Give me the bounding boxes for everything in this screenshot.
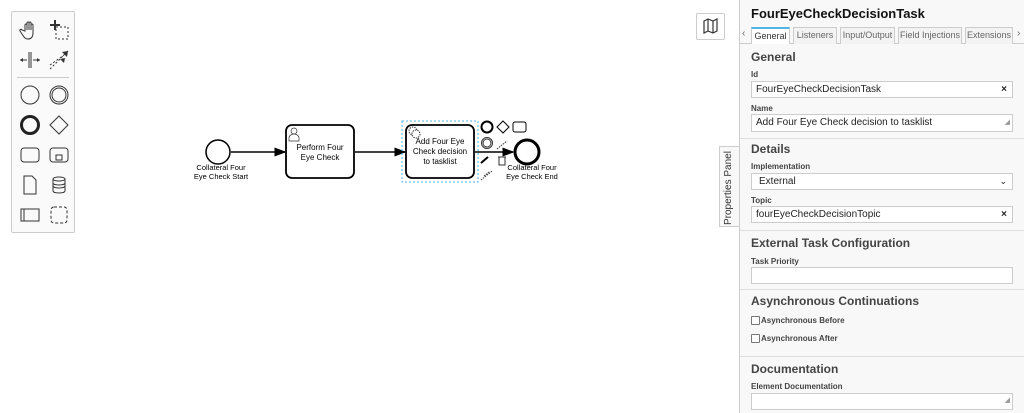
id-label: Id xyxy=(751,70,759,79)
start-event-icon[interactable] xyxy=(18,83,42,107)
user-icon xyxy=(288,127,300,142)
name-value: Add Four Eye Check decision to tasklist xyxy=(756,117,933,128)
start-event-label-2: Eye Check Start xyxy=(194,172,249,181)
map-icon xyxy=(703,18,718,34)
properties-panel: FourEyeCheckDecisionTask ‹ General Liste… xyxy=(739,0,1024,413)
properties-panel-toggle-label: Properties Panel xyxy=(723,151,734,225)
subprocess-icon[interactable] xyxy=(47,143,71,167)
end-event-label-1: Collateral Four xyxy=(507,163,557,172)
tab-field-injections[interactable]: Field Injections xyxy=(898,27,962,44)
bpmn-canvas[interactable]: Collateral Four Eye Check Start Perform … xyxy=(0,0,720,413)
connect-icon[interactable] xyxy=(480,170,493,181)
async-heading: Asynchronous Continuations xyxy=(751,294,919,308)
implementation-value: External xyxy=(759,176,796,187)
user-task-label-2: Eye Check xyxy=(301,153,341,162)
clear-id-icon[interactable]: × xyxy=(1001,84,1007,95)
wrench-icon[interactable] xyxy=(480,156,489,164)
end-event-label-2: Eye Check End xyxy=(506,172,558,181)
name-textarea[interactable]: Add Four Eye Check decision to tasklist ◢ xyxy=(751,114,1013,132)
tab-general[interactable]: General xyxy=(751,27,790,44)
user-task-label-1: Perform Four xyxy=(296,143,343,152)
service-task-selected[interactable]: Add Four Eye Check decision to tasklist xyxy=(405,124,475,179)
async-before-label: Asynchronous Before xyxy=(761,316,845,325)
async-after-label: Asynchronous After xyxy=(761,334,838,343)
tab-scroll-left-icon[interactable]: ‹ xyxy=(742,28,746,39)
topic-input[interactable]: fourEyeCheckDecisionTopic × xyxy=(751,206,1013,223)
resize-grip-icon[interactable]: ◢ xyxy=(1004,119,1010,126)
global-connect-tool-icon[interactable] xyxy=(47,48,71,72)
divider xyxy=(740,356,1024,357)
append-gateway-icon[interactable] xyxy=(496,120,510,134)
divider xyxy=(740,230,1024,231)
lasso-tool-icon[interactable] xyxy=(47,18,71,42)
properties-panel-toggle[interactable]: Properties Panel xyxy=(719,146,740,227)
append-end-event-icon[interactable] xyxy=(480,120,494,134)
implementation-label: Implementation xyxy=(751,162,811,171)
user-task[interactable]: Perform Four Eye Check xyxy=(285,124,355,179)
topic-label: Topic xyxy=(751,196,772,205)
end-event-icon[interactable] xyxy=(18,113,42,137)
external-task-heading: External Task Configuration xyxy=(751,236,911,250)
divider xyxy=(740,138,1024,139)
data-store-icon[interactable] xyxy=(47,173,71,197)
data-object-icon[interactable] xyxy=(18,173,42,197)
task-priority-input[interactable] xyxy=(751,267,1013,284)
topic-value: fourEyeCheckDecisionTopic xyxy=(756,209,881,220)
async-after-checkbox[interactable]: Asynchronous After xyxy=(751,334,838,343)
implementation-select[interactable]: External ⌄ xyxy=(751,173,1013,190)
pool-icon[interactable] xyxy=(18,203,42,227)
text-annotation-icon[interactable] xyxy=(496,140,508,150)
documentation-heading: Documentation xyxy=(751,362,839,376)
id-input[interactable]: FourEyeCheckDecisionTask × xyxy=(751,81,1013,98)
selection-outline xyxy=(401,120,479,183)
element-documentation-textarea[interactable]: ◢ xyxy=(751,393,1013,410)
checkbox-icon[interactable] xyxy=(751,316,760,325)
clear-topic-icon[interactable]: × xyxy=(1001,209,1007,220)
space-tool-icon[interactable] xyxy=(18,48,42,72)
minimap-toggle-button[interactable] xyxy=(696,13,725,40)
end-event[interactable]: Collateral Four Eye Check End xyxy=(506,138,558,181)
service-task-label-1: Add Four Eye xyxy=(416,137,465,146)
service-task-label-3: to tasklist xyxy=(423,157,457,166)
resize-grip-icon[interactable]: ◢ xyxy=(1004,397,1010,404)
chevron-down-icon: ⌄ xyxy=(999,176,1007,186)
group-icon[interactable] xyxy=(47,203,71,227)
append-task-icon[interactable] xyxy=(512,121,527,133)
service-task-label-2: Check decision xyxy=(413,147,467,156)
gear-icon xyxy=(408,126,421,139)
context-pad xyxy=(480,120,527,181)
element-documentation-label: Element Documentation xyxy=(751,382,843,391)
hand-tool-icon[interactable] xyxy=(18,18,42,42)
checkbox-icon[interactable] xyxy=(751,334,760,343)
tab-bar: ‹ General Listeners Input/Output Field I… xyxy=(740,27,1024,44)
trash-icon[interactable] xyxy=(498,156,506,166)
start-event[interactable]: Collateral Four Eye Check Start xyxy=(194,139,249,181)
divider xyxy=(740,289,1024,290)
name-label: Name xyxy=(751,104,773,113)
gateway-icon[interactable] xyxy=(47,113,71,137)
start-event-label-1: Collateral Four xyxy=(196,163,246,172)
palette-separator xyxy=(17,77,69,78)
general-heading: General xyxy=(751,50,796,64)
id-value: FourEyeCheckDecisionTask xyxy=(756,84,882,95)
details-heading: Details xyxy=(751,142,791,156)
task-icon[interactable] xyxy=(18,143,42,167)
tool-palette xyxy=(11,11,75,233)
async-before-checkbox[interactable]: Asynchronous Before xyxy=(751,316,845,325)
tab-input-output[interactable]: Input/Output xyxy=(840,27,895,44)
intermediate-event-icon[interactable] xyxy=(47,83,71,107)
panel-title: FourEyeCheckDecisionTask xyxy=(751,6,925,21)
append-intermediate-event-icon[interactable] xyxy=(481,137,493,149)
tab-listeners[interactable]: Listeners xyxy=(793,27,837,44)
task-priority-label: Task Priority xyxy=(751,257,799,266)
tab-scroll-right-icon[interactable]: › xyxy=(1017,28,1021,39)
tab-extensions[interactable]: Extensions xyxy=(965,27,1013,44)
